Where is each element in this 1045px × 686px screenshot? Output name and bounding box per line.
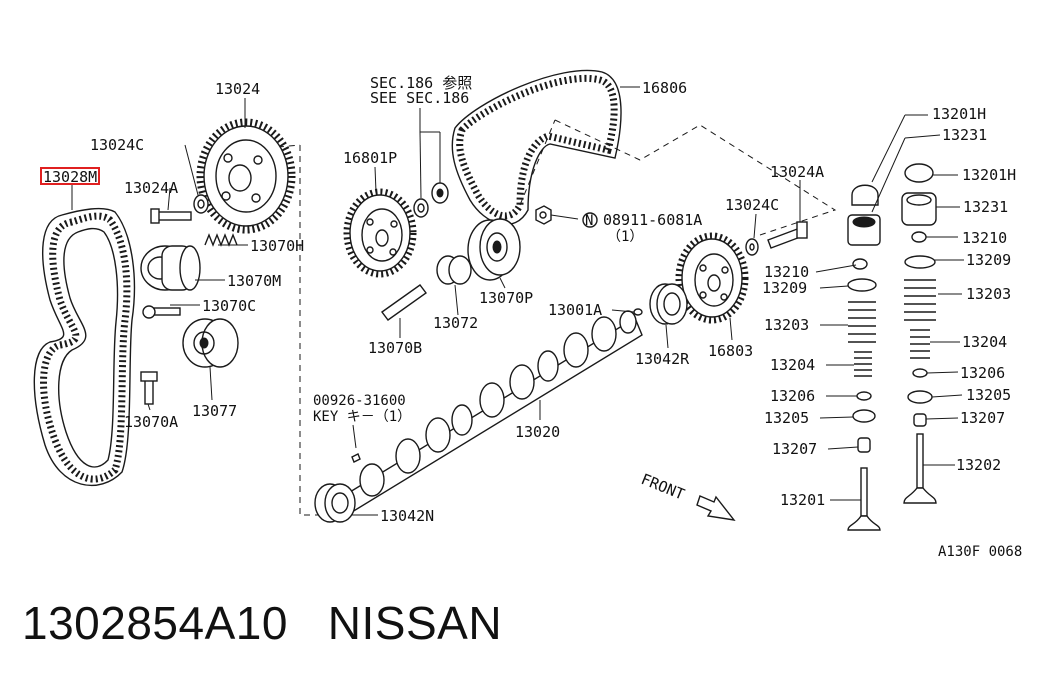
seal-13042N	[314, 483, 356, 523]
label-13024C: 13024C	[90, 136, 144, 154]
label-13206-right: 13206	[960, 364, 1005, 382]
label-13207-left: 13207	[772, 440, 817, 458]
engine-outline-dashes	[244, 119, 837, 516]
front-direction-arrow: FRONT	[639, 470, 736, 521]
label-13024A-right: 13024A	[770, 163, 824, 181]
label-13024C-right: 13024C	[725, 196, 779, 214]
bolt-13024A	[150, 208, 192, 224]
label-16803: 16803	[708, 342, 753, 360]
label-13070M: 13070M	[227, 272, 281, 290]
label-13070A: 13070A	[124, 413, 178, 431]
part-caption: 1302854A10 NISSAN	[22, 596, 502, 650]
label-13231: 13231	[963, 198, 1008, 216]
label-13201: 13201	[780, 491, 825, 509]
label-16801P: 16801P	[343, 149, 397, 167]
cam-belt-16806	[451, 69, 622, 226]
label-13203-left: 13203	[764, 316, 809, 334]
label-13204-left: 13204	[770, 356, 815, 374]
tensioner-13070M	[140, 245, 201, 291]
label-13205-left: 13205	[764, 409, 809, 427]
label-key-partno: 00926-31600	[313, 393, 406, 409]
label-13077: 13077	[192, 402, 237, 420]
label-13210-left: 13210	[764, 263, 809, 281]
stud-13070B	[381, 284, 427, 321]
nut-bolt-08911	[535, 205, 552, 225]
label-13203-right: 13203	[966, 285, 1011, 303]
front-label: FRONT	[639, 470, 688, 504]
bolt-13024A-right	[767, 221, 808, 249]
pin-13001A	[633, 308, 643, 316]
label-13207-right: 13207	[960, 409, 1005, 427]
label-13231-top: 13231	[942, 126, 987, 144]
idler-13077	[182, 318, 239, 368]
figure-code: A130F 0068	[938, 544, 1023, 560]
label-13070P: 13070P	[479, 289, 533, 307]
label-13072: 13072	[433, 314, 478, 332]
camshaft-13020	[344, 310, 643, 514]
label-13202: 13202	[956, 456, 1001, 474]
label-13205-right: 13205	[966, 386, 1011, 404]
leader-lines	[71, 86, 964, 516]
label-13028M: 13028M	[43, 168, 97, 186]
valve-train-right	[901, 163, 937, 504]
bolt-13070A	[140, 371, 158, 405]
label-13209-left: 13209	[762, 279, 807, 297]
washer-13024C-right	[745, 238, 759, 256]
seal-13042R	[649, 283, 688, 325]
label-13042R: 13042R	[635, 350, 690, 368]
callout-labels: 13024 13024C 13028M 13024A 13070H 13070M…	[43, 74, 1016, 525]
cam-sprocket-16801P	[343, 188, 417, 278]
label-sec186-ja: SEC.186 参照	[370, 74, 472, 92]
label-13070H: 13070H	[250, 237, 304, 255]
bushing-13072	[436, 255, 472, 285]
label-13024: 13024	[215, 80, 260, 98]
pulley-13070P	[467, 218, 521, 281]
circled-n-icon: N	[582, 212, 598, 229]
label-13070B: 13070B	[368, 339, 422, 357]
label-13201H-top: 13201H	[932, 105, 986, 123]
label-13024A: 13024A	[124, 179, 178, 197]
label-16806: 16806	[642, 79, 687, 97]
crank-sprocket-13024	[196, 118, 296, 234]
valve-train-left	[847, 184, 881, 531]
washer-13024C	[193, 194, 209, 214]
label-13209-right: 13209	[966, 251, 1011, 269]
label-key-qty: KEY キ－（1）	[313, 409, 411, 425]
label-sec186-en: SEE SEC.186	[370, 89, 469, 107]
caption-part-number: 1302854A10	[22, 597, 288, 649]
label-13201H: 13201H	[962, 166, 1016, 184]
label-13204-right: 13204	[962, 333, 1007, 351]
spring-13070H	[204, 233, 238, 247]
svg-text:N: N	[585, 213, 593, 229]
cam-sprocket-16803	[675, 232, 749, 324]
label-13042N: 13042N	[380, 507, 434, 525]
bolt-13070C	[142, 305, 181, 319]
caption-brand: NISSAN	[327, 597, 503, 649]
label-bolt-partno: 08911-6081A	[603, 211, 702, 229]
label-13210-right: 13210	[962, 229, 1007, 247]
timing-belt-13028M	[33, 207, 136, 487]
label-13206-left: 13206	[770, 387, 815, 405]
label-13020: 13020	[515, 423, 560, 441]
highlight-box	[40, 167, 100, 185]
label-13001A: 13001A	[548, 301, 602, 319]
washers-sec186	[413, 182, 449, 218]
key-00926	[351, 453, 361, 463]
label-13070C: 13070C	[202, 297, 256, 315]
label-bolt-qty: （1）	[607, 229, 643, 245]
